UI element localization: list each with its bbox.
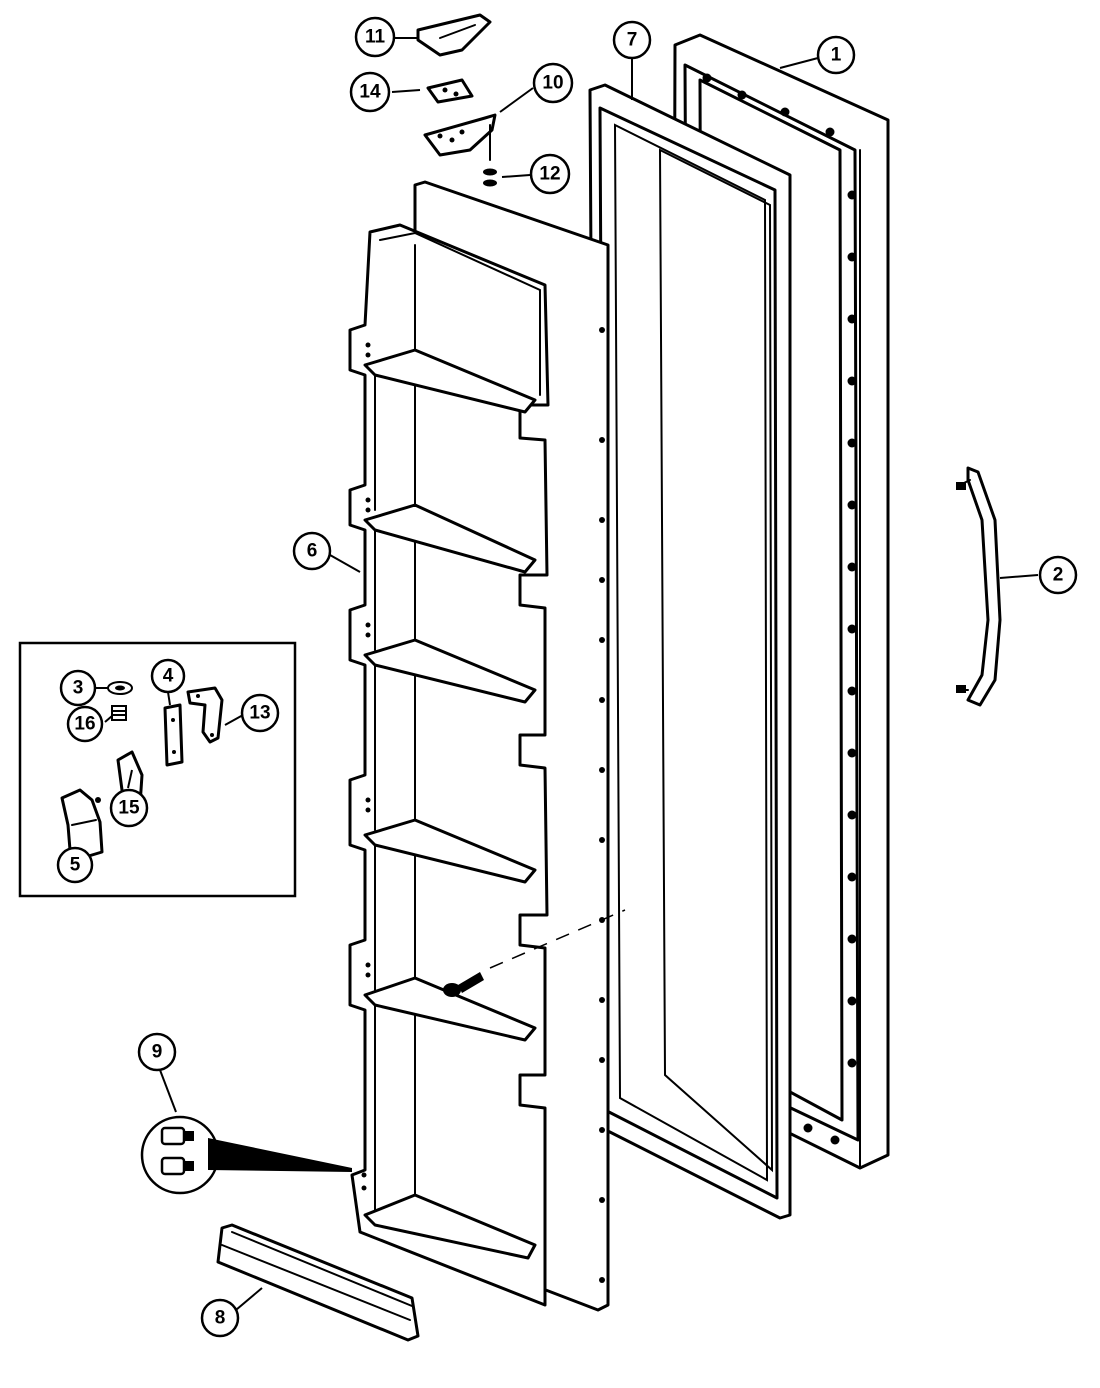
panel-hole [847, 314, 857, 324]
callout-9-label: 9 [152, 1042, 163, 1063]
callout-10: 10 [532, 62, 574, 104]
callout-5: 5 [56, 846, 94, 884]
panel-hole [825, 127, 835, 137]
callout-5-label: 5 [70, 855, 81, 876]
callout-8-label: 8 [215, 1308, 226, 1329]
callout-8: 8 [200, 1298, 240, 1338]
hinge-washers [483, 168, 497, 187]
callout-2-label: 2 [1053, 565, 1064, 586]
callout-15-label: 15 [118, 798, 140, 819]
callout-9: 9 [137, 1032, 177, 1072]
panel-hole [847, 500, 857, 510]
panel-hole [847, 934, 857, 944]
callout-16-label: 16 [74, 714, 95, 735]
callout-11-label: 11 [365, 27, 386, 48]
panel-hole [847, 1058, 857, 1068]
panel-hole [702, 73, 712, 83]
panel-hole [830, 1135, 840, 1145]
callout-16: 16 [66, 705, 104, 743]
hinge-shim [426, 78, 474, 104]
part-13-hinge [186, 686, 224, 744]
callout-2: 2 [1038, 555, 1078, 595]
panel-hole [803, 1123, 813, 1133]
callout-4: 4 [150, 658, 186, 694]
part-16-bushing [111, 705, 127, 721]
panel-hole [847, 624, 857, 634]
door-liner [348, 180, 626, 1312]
door-gasket [588, 83, 792, 1220]
callout-14-label: 14 [359, 82, 381, 103]
part-9-detail-circle [140, 1115, 352, 1195]
panel-hole [847, 810, 857, 820]
top-hinge [423, 113, 497, 161]
panel-hole [847, 438, 857, 448]
panel-hole [847, 562, 857, 572]
panel-hole [847, 686, 857, 696]
panel-hole [847, 996, 857, 1006]
callout-12-label: 12 [539, 164, 560, 185]
flange-rivets [599, 327, 605, 1283]
panel-hole [847, 376, 857, 386]
door-handle [956, 466, 1002, 707]
panel-hole [847, 252, 857, 262]
panel-hole [780, 107, 790, 117]
panel-hole [847, 190, 857, 200]
liner-screw [443, 909, 626, 997]
callout-15: 15 [109, 788, 149, 828]
callout-6: 6 [292, 531, 332, 571]
panel-hole [847, 872, 857, 882]
callout-3: 3 [59, 669, 97, 707]
part-5-cam [60, 788, 104, 860]
callout-13-label: 13 [249, 703, 270, 724]
callout-11: 11 [354, 16, 396, 58]
callout-13: 13 [240, 693, 280, 733]
callout-1-label: 1 [831, 45, 842, 66]
callout-7: 7 [612, 20, 652, 60]
callout-7-label: 7 [627, 30, 638, 51]
callout-12: 12 [529, 153, 571, 195]
panel-hole [737, 90, 747, 100]
bottom-trim [216, 1223, 420, 1342]
panel-hole [847, 748, 857, 758]
hinge-cover [416, 13, 492, 57]
part-4-shim [163, 703, 184, 767]
callout-14: 14 [349, 71, 391, 113]
callout-6-label: 6 [307, 541, 318, 562]
callout-1: 1 [816, 35, 856, 75]
callout-10-label: 10 [542, 73, 563, 94]
callout-3-label: 3 [73, 678, 84, 699]
callout-4-label: 4 [163, 666, 174, 687]
